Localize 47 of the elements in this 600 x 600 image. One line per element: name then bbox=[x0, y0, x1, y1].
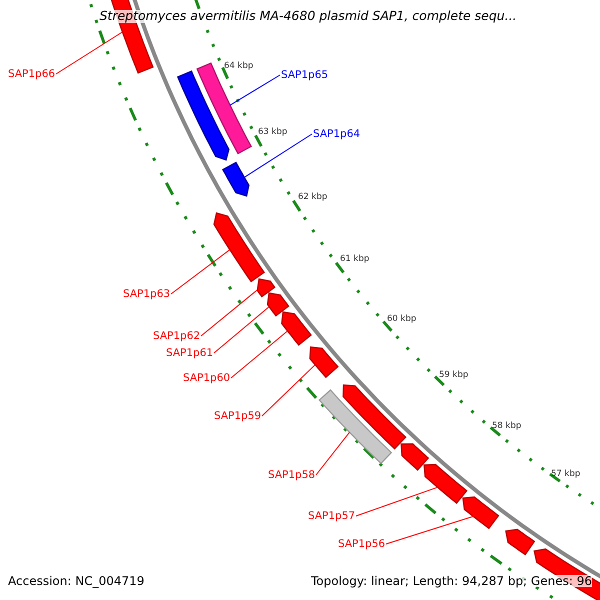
gene-feature bbox=[213, 212, 266, 282]
scale-label: 64 kbp bbox=[224, 62, 254, 70]
accession-text: Accession: NC_004719 bbox=[8, 575, 144, 587]
gene-label: SAP1p61 bbox=[166, 348, 214, 358]
scale-label: 58 kbp bbox=[492, 422, 522, 430]
leader-line bbox=[230, 330, 288, 378]
gene-feature bbox=[400, 443, 430, 471]
leader-line bbox=[170, 249, 230, 294]
gene-feature bbox=[266, 292, 290, 317]
gene-bar bbox=[318, 389, 392, 464]
summary-text: Topology: linear; Length: 94,287 bp; Genes: 96 bbox=[311, 575, 592, 587]
scale-label: 60 kbp bbox=[387, 315, 416, 324]
leader-line bbox=[244, 134, 312, 178]
title: Streptomyces avermitilis MA-4680 plasmid SAP1, complete sequ... bbox=[100, 10, 517, 22]
gene-feature bbox=[256, 278, 276, 298]
gene-label: SAP1p56 bbox=[338, 538, 386, 549]
leader-line bbox=[316, 432, 350, 476]
gene-feature bbox=[462, 496, 500, 530]
scale-label: 61 kbp bbox=[340, 255, 370, 264]
gene-feature bbox=[342, 384, 407, 450]
gene-feature bbox=[281, 311, 312, 346]
leader-line bbox=[230, 74, 280, 106]
leader-line bbox=[56, 32, 123, 74]
gene-feature bbox=[222, 162, 250, 197]
leader-line bbox=[356, 486, 438, 516]
gene-label: SAP1p66 bbox=[8, 68, 56, 79]
leader-line bbox=[262, 364, 316, 416]
scale-label: 57 kbp bbox=[551, 470, 580, 478]
leader-line bbox=[214, 306, 270, 354]
gene-label: SAP1p65 bbox=[281, 70, 328, 80]
gene-feature bbox=[533, 548, 600, 600]
scale-label: 62 kbp bbox=[298, 193, 328, 202]
gene-feature bbox=[309, 346, 339, 378]
gene-bar bbox=[196, 62, 252, 154]
scale-label: 59 kbp bbox=[439, 371, 468, 380]
leader-line bbox=[386, 516, 474, 544]
gene-feature bbox=[423, 464, 468, 504]
gene-label: SAP1p58 bbox=[268, 470, 316, 480]
gene-feature bbox=[176, 70, 230, 161]
gene-feature bbox=[505, 528, 536, 556]
gene-label: SAP1p60 bbox=[183, 372, 230, 383]
gene-label: SAP1p63 bbox=[123, 288, 170, 299]
gene-label: SAP1p57 bbox=[308, 510, 356, 521]
gene-label: SAP1p59 bbox=[214, 410, 262, 421]
leader-line bbox=[200, 290, 258, 336]
gene-label: SAP1p64 bbox=[313, 128, 360, 139]
gene-label: SAP1p62 bbox=[153, 330, 200, 341]
